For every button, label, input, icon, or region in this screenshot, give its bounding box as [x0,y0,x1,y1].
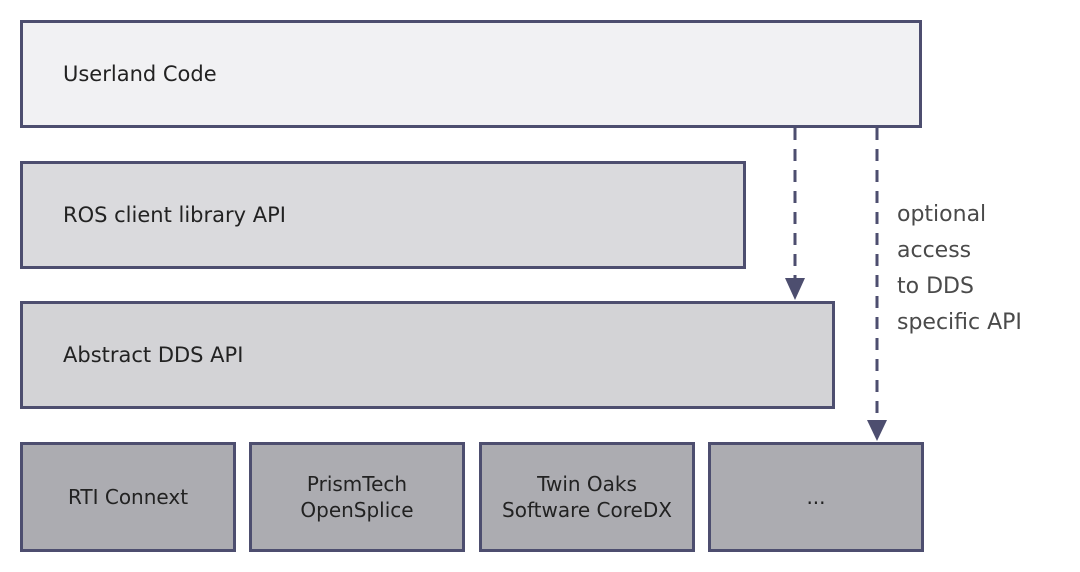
abstract-dds-label: Abstract DDS API [63,343,244,367]
impl-label: PrismTech OpenSplice [300,472,414,522]
impl-other: ... [708,442,924,552]
impl-twin-oaks-coredx: Twin Oaks Software CoreDX [479,442,695,552]
ros-client-library-label: ROS client library API [63,203,286,227]
abstract-dds-layer: Abstract DDS API [20,301,835,409]
impl-label: ... [806,485,826,509]
optional-access-arrow-head [867,420,887,441]
userland-code-label: Userland Code [63,62,217,86]
impl-prismtech-opensplice: PrismTech OpenSplice [249,442,465,552]
impl-label: Twin Oaks Software CoreDX [502,472,672,522]
userland-code-layer: Userland Code [20,20,922,128]
impl-rti-connext: RTI Connext [20,442,236,552]
optional-access-annotation: optional access to DDS specific API [897,202,1022,335]
ros-client-library-layer: ROS client library API [20,161,746,269]
impl-label: RTI Connext [67,485,189,509]
userland-to-dds-arrow-head [785,278,805,300]
